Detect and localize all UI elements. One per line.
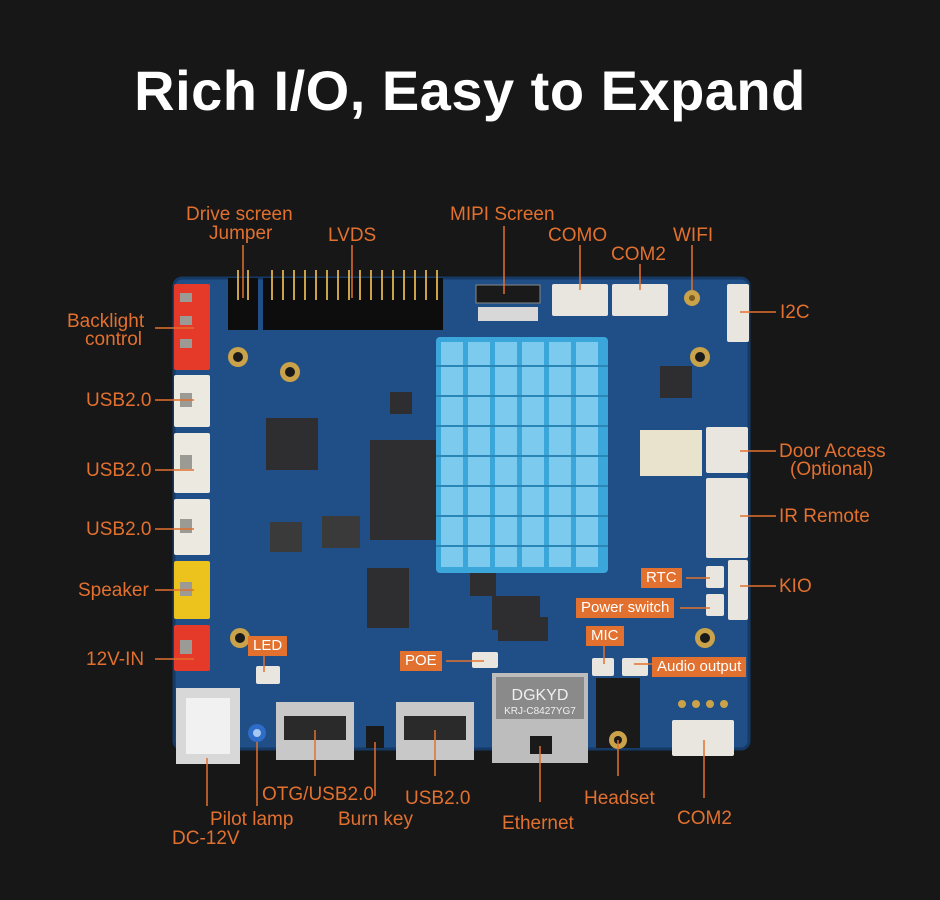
chip-network <box>498 617 548 641</box>
label-backlight: Backlight <box>67 311 145 332</box>
page-title: Rich I/O, Easy to Expand <box>134 59 806 122</box>
label-wifi: WIFI <box>673 225 714 246</box>
label-pilot-lamp: Pilot lamp <box>210 809 294 830</box>
burn-key-button <box>366 726 384 748</box>
chip-lower <box>367 568 409 628</box>
label-jumper: Jumper <box>209 223 273 244</box>
audio-output-connector <box>622 658 648 676</box>
label-door-access: Door Access <box>779 441 886 462</box>
label-speaker: Speaker <box>78 580 149 601</box>
label-dc-12v: DC-12V <box>172 828 240 849</box>
ethernet-jack-model: KRJ-C8427YG7 <box>504 706 576 717</box>
label-com2-top: COM2 <box>611 244 666 265</box>
chip-left <box>266 418 318 470</box>
power-switch-connector <box>706 594 724 616</box>
rtc-connector <box>706 566 724 588</box>
label-lvds: LVDS <box>328 225 377 246</box>
chip-right <box>660 366 692 398</box>
inductor-2 <box>322 516 360 548</box>
tag-mic: MIC <box>586 626 624 646</box>
soc-chip <box>370 440 440 540</box>
kio-connector <box>728 560 748 620</box>
label-usb20-1: USB2.0 <box>86 390 152 411</box>
label-ir-remote: IR Remote <box>779 506 870 527</box>
tag-rtc: RTC <box>641 568 682 588</box>
chip-small-2 <box>390 392 412 414</box>
backlight-connector <box>174 284 210 370</box>
label-optional: (Optional) <box>790 459 874 480</box>
label-drive-screen: Drive screen <box>186 204 293 225</box>
ethernet-jack-brand: DGKYD <box>512 687 569 704</box>
inductor <box>270 522 302 552</box>
label-como: COMO <box>548 225 608 246</box>
label-i2c: I2C <box>780 302 810 323</box>
label-mipi-screen: MIPI Screen <box>450 204 555 225</box>
label-12v-in: 12V-IN <box>86 649 145 670</box>
led-connector <box>256 666 280 684</box>
label-ethernet: Ethernet <box>502 813 574 834</box>
tag-audio-output: Audio output <box>652 657 747 677</box>
label-control: control <box>85 329 143 350</box>
label-usb20-3: USB2.0 <box>86 519 152 540</box>
door-access-connector <box>706 427 748 473</box>
relay <box>640 430 702 476</box>
label-usb20-bottom: USB2.0 <box>405 788 471 809</box>
label-kio: KIO <box>779 576 812 597</box>
ir-remote-connector <box>706 478 748 558</box>
tag-led: LED <box>248 636 288 656</box>
label-burn-key: Burn key <box>338 809 413 830</box>
label-otg-usb: OTG/USB2.0 <box>262 784 374 805</box>
label-usb20-2: USB2.0 <box>86 460 152 481</box>
mipi-connector <box>475 284 541 304</box>
chip-small <box>470 570 496 596</box>
tag-power-switch: Power switch <box>576 598 675 618</box>
mic-connector <box>592 658 614 676</box>
com2-top-connector <box>612 284 668 316</box>
label-com2-bottom: COM2 <box>677 808 732 829</box>
com2-bottom-connector <box>672 720 734 756</box>
como-connector <box>552 284 608 316</box>
tag-poe: POE <box>400 651 442 671</box>
i2c-connector <box>727 284 749 342</box>
poe-connector <box>472 652 498 668</box>
label-headset: Headset <box>584 788 655 809</box>
